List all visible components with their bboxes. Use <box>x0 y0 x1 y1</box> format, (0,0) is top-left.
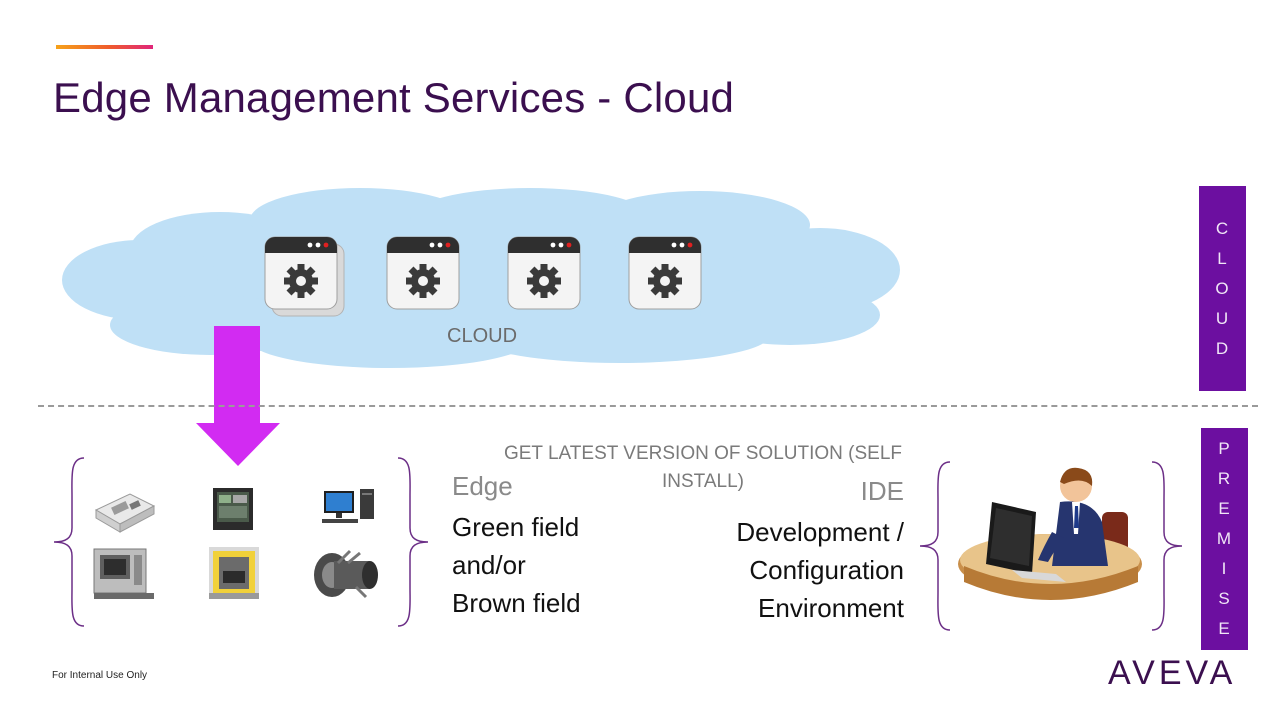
desktop-pc-icon <box>322 489 374 523</box>
aveva-logo: AVEVA <box>1108 654 1237 692</box>
app-gear-icon <box>628 236 702 310</box>
turbine-engine-icon <box>314 549 378 599</box>
download-instruction-line: GET LATEST VERSION OF SOLUTION (SELF <box>503 443 903 464</box>
cloud-letter: C <box>1215 218 1230 238</box>
car-wash-icon <box>209 547 259 599</box>
ide-heading: IDE <box>860 476 904 506</box>
left-brace-icon <box>53 457 85 627</box>
cnc-machine-icon <box>93 548 154 599</box>
cloud-label: CLOUD <box>447 325 518 347</box>
cloud-letter: L <box>1217 248 1228 268</box>
left-brace-icon <box>919 461 951 631</box>
download-instruction-line: INSTALL) <box>661 471 744 492</box>
app-gear-icon <box>386 236 460 310</box>
right-brace-icon <box>1151 461 1183 631</box>
cloud-letter: O <box>1215 278 1230 298</box>
slide-title: Edge Management Services - Cloud <box>53 74 735 121</box>
edge-line: Green field <box>452 512 580 542</box>
premise-side-label: P R E M I S E <box>1201 428 1248 650</box>
right-brace-icon <box>397 457 429 627</box>
title-accent-line <box>56 45 153 49</box>
ide-line: Development / <box>736 517 904 547</box>
edge-line: and/or <box>452 550 526 580</box>
premise-letter: S <box>1218 589 1231 608</box>
premise-letter: E <box>1218 619 1231 638</box>
hmi-panel-icon <box>213 488 253 530</box>
premise-letter: I <box>1221 559 1228 578</box>
cloud-side-label: C L O U D <box>1199 186 1246 391</box>
footer-note: For Internal Use Only <box>52 670 148 681</box>
developer-at-desk-icon <box>958 467 1142 600</box>
cloud-letter: U <box>1215 308 1230 328</box>
premise-letter: R <box>1217 469 1232 488</box>
premise-letter: E <box>1218 499 1231 518</box>
edge-heading: Edge <box>452 471 513 501</box>
raspberry-pi-icon <box>94 493 156 533</box>
download-instruction: GET LATEST VERSION OF SOLUTION (SELF INS… <box>478 440 928 496</box>
cloud-premise-divider <box>38 405 1258 407</box>
app-gear-icon <box>507 236 581 310</box>
download-arrow-icon <box>196 326 280 466</box>
edge-line: Brown field <box>452 588 581 618</box>
premise-letter: P <box>1218 439 1231 458</box>
cloud-letter: D <box>1215 338 1230 358</box>
ide-line: Configuration <box>749 555 904 585</box>
premise-letter: M <box>1216 529 1233 548</box>
edge-description: Green field and/or Brown field <box>452 508 581 622</box>
ide-description: Development / Configuration Environment <box>680 513 904 627</box>
ide-line: Environment <box>758 593 904 623</box>
app-gear-stack-icon <box>264 236 345 317</box>
